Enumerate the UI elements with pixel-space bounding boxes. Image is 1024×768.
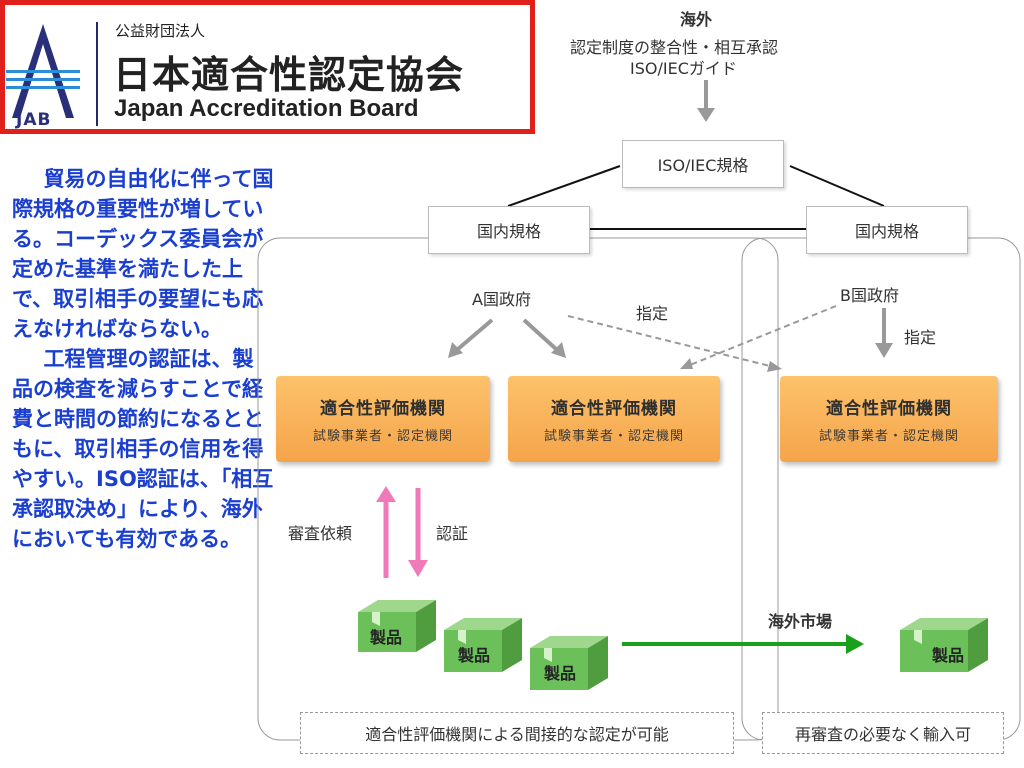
body-title: 適合性評価機関: [826, 394, 952, 419]
product-label-3: 製品: [544, 660, 576, 684]
conformity-body-b: 適合性評価機関 試験事業者・認定機関: [780, 376, 998, 462]
designate-b-dashed-arrow: [690, 306, 836, 365]
product-label-2: 製品: [458, 642, 490, 666]
bottom-left-note: 適合性評価機関による間接的な認定が可能: [300, 712, 734, 754]
conformity-body-a2: 適合性評価機関 試験事業者・認定機関: [508, 376, 720, 462]
product-label-overseas: 製品: [932, 642, 964, 666]
body-subtitle: 試験事業者・認定機関: [819, 425, 959, 444]
gov-b-down-arrow: [875, 343, 893, 358]
iso-iec-standard-box: ISO/IEC規格: [622, 140, 784, 188]
product-label-1: 製品: [370, 624, 402, 648]
designate-b-label: 指定: [904, 324, 936, 348]
iso-to-domestic-b-line: [790, 166, 884, 206]
overseas-market-label: 海外市場: [768, 608, 832, 632]
body-title: 適合性評価機関: [320, 394, 446, 419]
overseas-heading: 海外: [680, 6, 712, 30]
bottom-right-note: 再審査の必要なく輸入可: [762, 712, 1004, 754]
domestic-standard-a-box: 国内規格: [428, 206, 590, 254]
body-subtitle: 試験事業者・認定機関: [544, 425, 684, 444]
conformity-body-a1: 適合性評価機関 試験事業者・認定機関: [276, 376, 490, 462]
designate-a-dashed-arrow: [568, 316, 770, 366]
gov-b-label: B国政府: [840, 282, 899, 306]
domestic-standard-b-box: 国内規格: [806, 206, 968, 254]
designate-a-label: 指定: [636, 300, 668, 324]
region-country-a: [258, 238, 778, 740]
review-request-label: 審査依頼: [288, 520, 352, 544]
top-label-line3: ISO/IECガイド: [630, 55, 737, 79]
body-title: 適合性評価機関: [551, 394, 677, 419]
gov-a-label: A国政府: [472, 286, 531, 310]
body-subtitle: 試験事業者・認定機関: [313, 425, 453, 444]
iso-to-domestic-a-line: [508, 166, 620, 206]
certification-label: 認証: [436, 520, 468, 544]
